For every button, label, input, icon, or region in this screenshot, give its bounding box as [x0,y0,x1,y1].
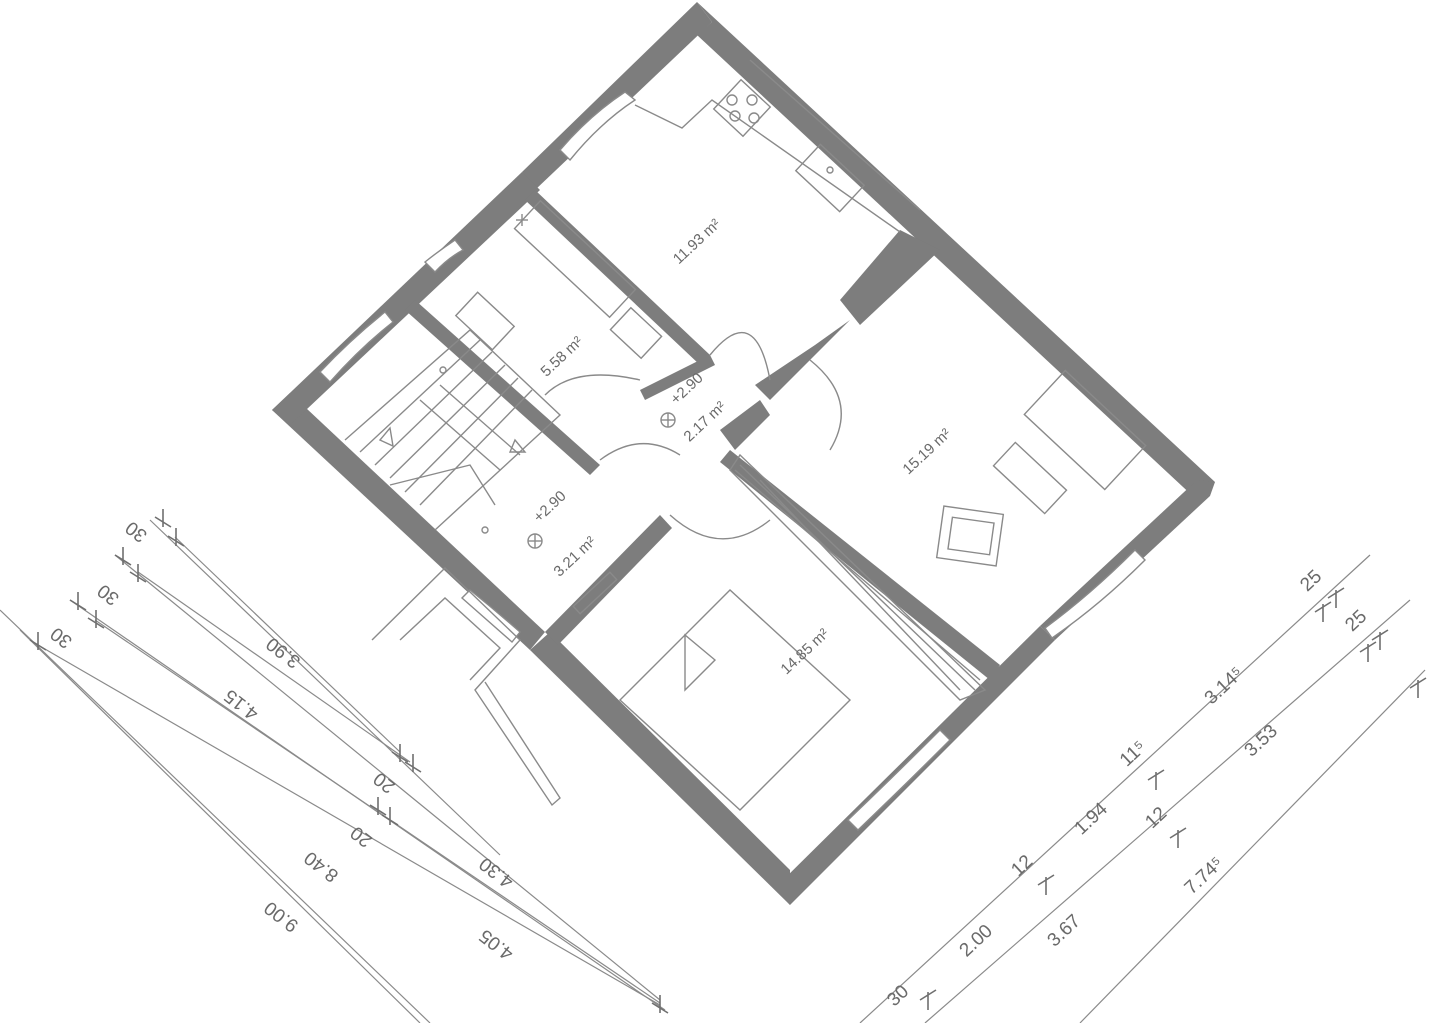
landing-area-label: 3.21 m² [551,533,600,580]
dim-20-a: 20 [370,768,400,798]
inner-walls [405,190,1000,680]
living-furniture [935,369,1147,567]
dim-r-3-53: 3.53 [1241,721,1282,762]
dim-4-15: 4.15 [221,685,263,724]
door-bedroom-swing [669,514,771,540]
dim-30-a: 30 [47,623,77,653]
dim-r-25-a: 25 [1296,566,1326,596]
dim-3-90: 3.90 [263,633,305,672]
dim-r-2-00: 2.00 [956,921,997,962]
doors [544,331,842,540]
balcony [371,567,561,807]
wall-top-right [697,2,1215,500]
dim-r-30: 30 [883,981,913,1011]
window-stair [319,311,394,384]
window-landing [460,589,521,644]
sofa-icon [1023,369,1147,491]
dim-r-25-b: 25 [1341,606,1371,636]
dim-r-3-67: 3.67 [1044,911,1085,952]
door-living-swing [809,359,842,451]
windows [319,91,1146,831]
bedroom-furniture [618,453,987,811]
wall-landing-bedroom [545,515,672,645]
window-kitchen [559,91,637,162]
washbasin-icon [454,291,516,351]
stair-arrow [389,464,496,506]
dim-r-1-94: 1.94 [1071,798,1113,839]
wall-hall-core [720,400,770,450]
dim-8-40: 8.40 [301,847,343,886]
dimension-chains-left: 9.00 8.40 4.15 4.05 3.90 4.30 30 30 30 2… [0,509,669,1023]
door-bath-swing [544,374,641,396]
dim-30-c: 30 [122,517,152,547]
dim-r-12-b: 12 [1141,803,1171,833]
kitchen-area-label: 11.93 m² [670,216,724,268]
wall-kitchen-living [840,230,940,325]
dim-9-00: 9.00 [261,897,303,936]
toilet-icon [609,306,663,360]
window-bedroom [846,729,951,831]
bath-fittings [454,199,663,360]
armchair-icon [935,505,1005,567]
window-bath [423,239,465,274]
wall-living-hall [755,320,850,400]
wall-bottom-left [530,632,790,905]
stairs [344,329,562,534]
wall-top-left-upper [522,2,712,190]
bath-area-label: 5.58 m² [538,333,587,380]
door-kitchen-swing [709,331,771,381]
bathtub-icon [513,199,637,319]
wall-bath-kitchen [525,190,710,365]
hall-area-label: 2.17 m² [681,398,730,445]
dim-30-b: 30 [94,580,124,610]
wall-stair-bath [405,300,600,475]
wall-hall-bath [640,355,715,400]
dim-4-05: 4.05 [476,925,518,964]
wall-left-lower [272,393,545,650]
sink-icon [794,143,866,213]
dim-r-11-5: 11⁵ [1116,737,1151,771]
level-markers [527,412,676,615]
bedroom-area-label: 14.85 m² [777,625,832,678]
radiator-icon [572,571,618,615]
table-icon [992,441,1068,515]
wardrobe-icon [729,453,987,701]
stair-treads [359,339,533,506]
dim-r-3-145: 3.14⁵ [1201,663,1248,709]
window-living [1044,549,1146,639]
dim-r-7-745: 7.74⁵ [1181,853,1228,899]
living-area-label: 15.19 m² [899,425,954,478]
door-landing-swing [599,443,681,461]
wall-living-bedroom [720,450,1000,680]
dim-r-12-a: 12 [1007,851,1037,881]
dim-4-30: 4.30 [476,853,518,892]
landing-level-label: +2.90 [530,488,569,526]
bed-icon [618,589,852,811]
kitchen-fittings [634,59,921,233]
